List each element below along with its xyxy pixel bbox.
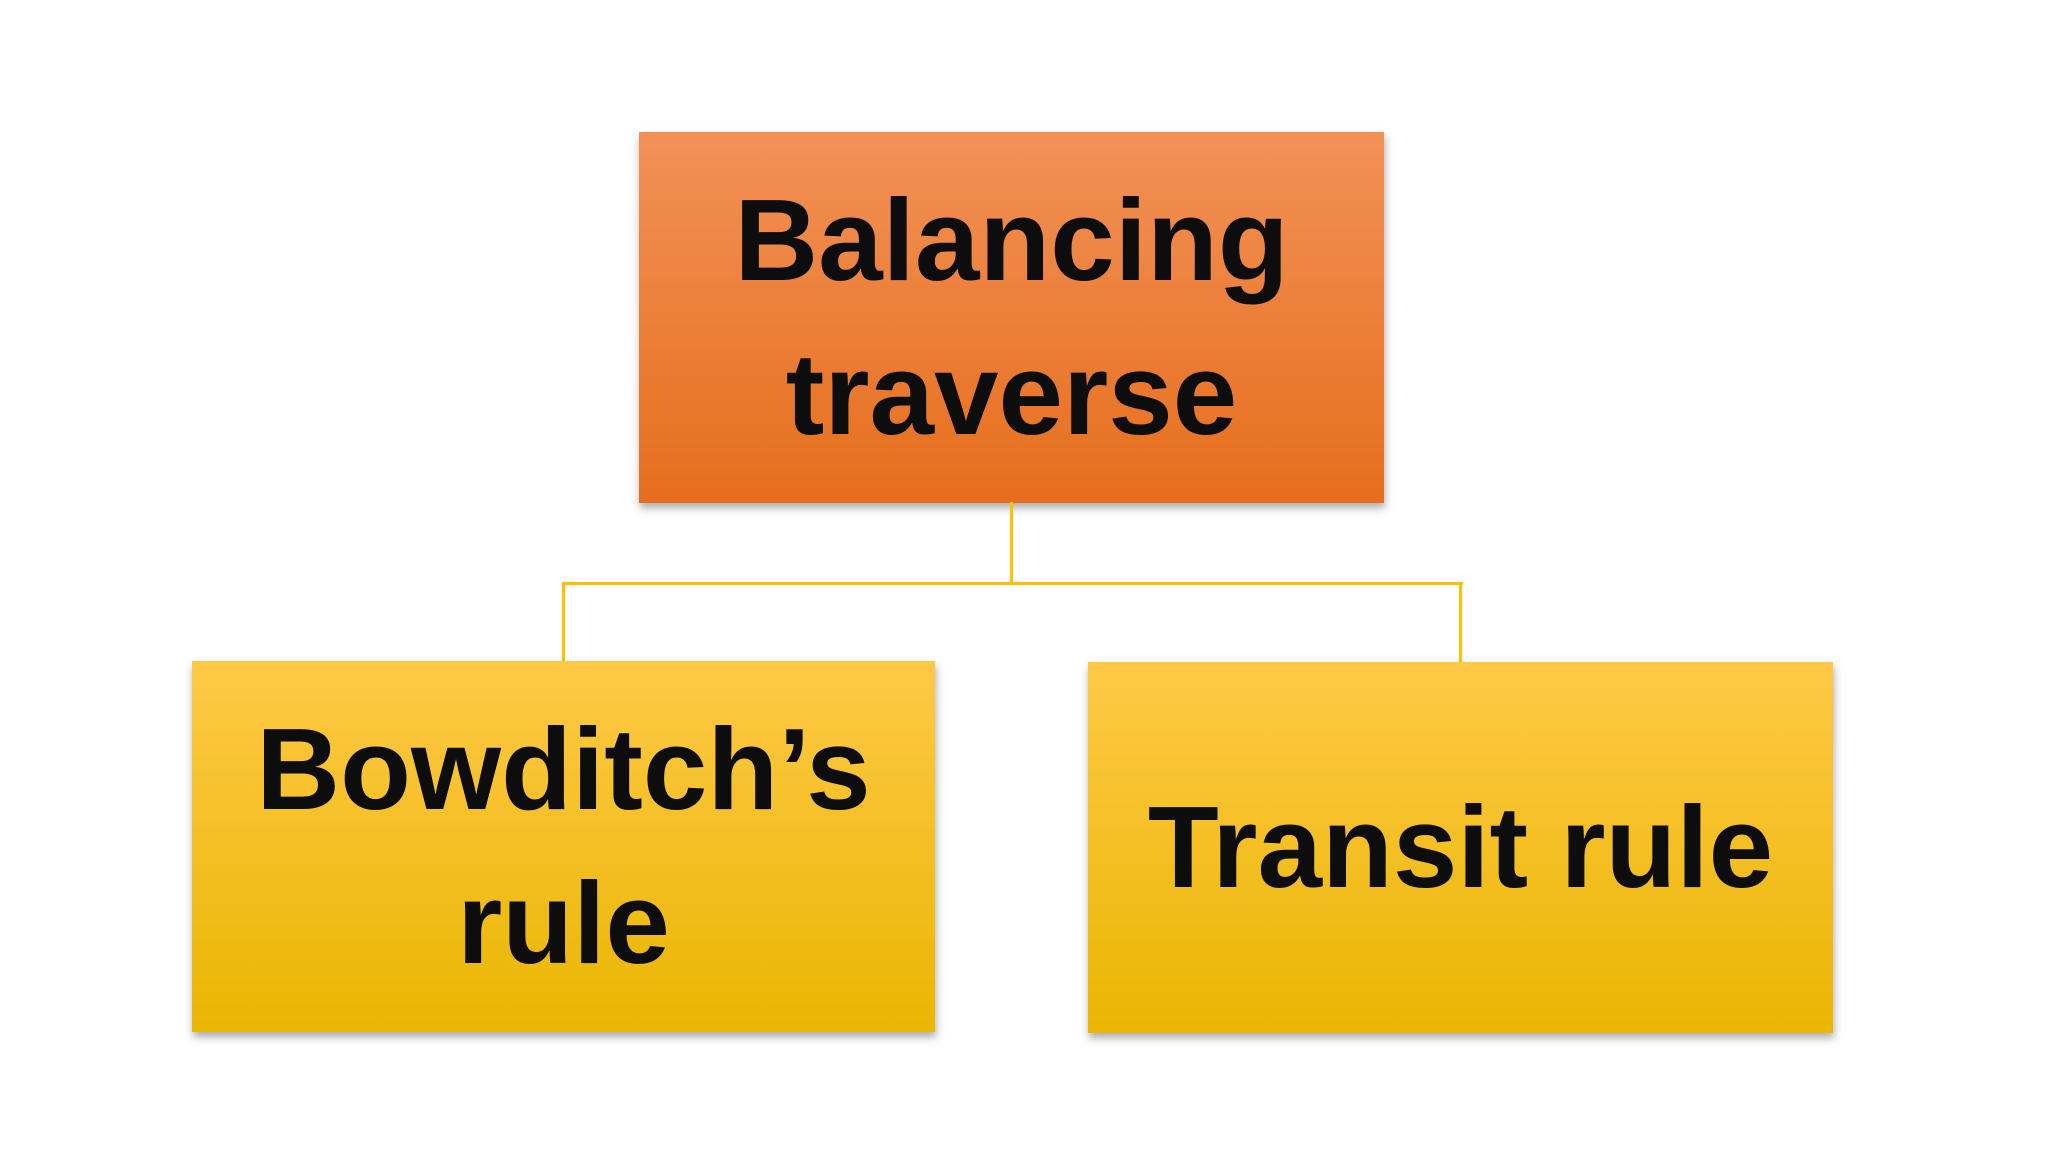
connector-left-drop: [562, 582, 565, 663]
node-balancing-traverse-label: Balancing traverse: [734, 175, 1289, 459]
node-transit-rule: Transit rule: [1088, 662, 1833, 1033]
connector-root-stem: [1010, 502, 1013, 584]
node-bowditchs-rule-label: Bowditch’s rule: [256, 704, 871, 988]
connector-horizontal-bar: [562, 582, 1463, 585]
node-bowditchs-rule: Bowditch’s rule: [192, 661, 935, 1032]
node-transit-rule-label: Transit rule: [1147, 781, 1774, 912]
connector-right-drop: [1459, 582, 1462, 664]
node-balancing-traverse: Balancing traverse: [639, 132, 1384, 503]
